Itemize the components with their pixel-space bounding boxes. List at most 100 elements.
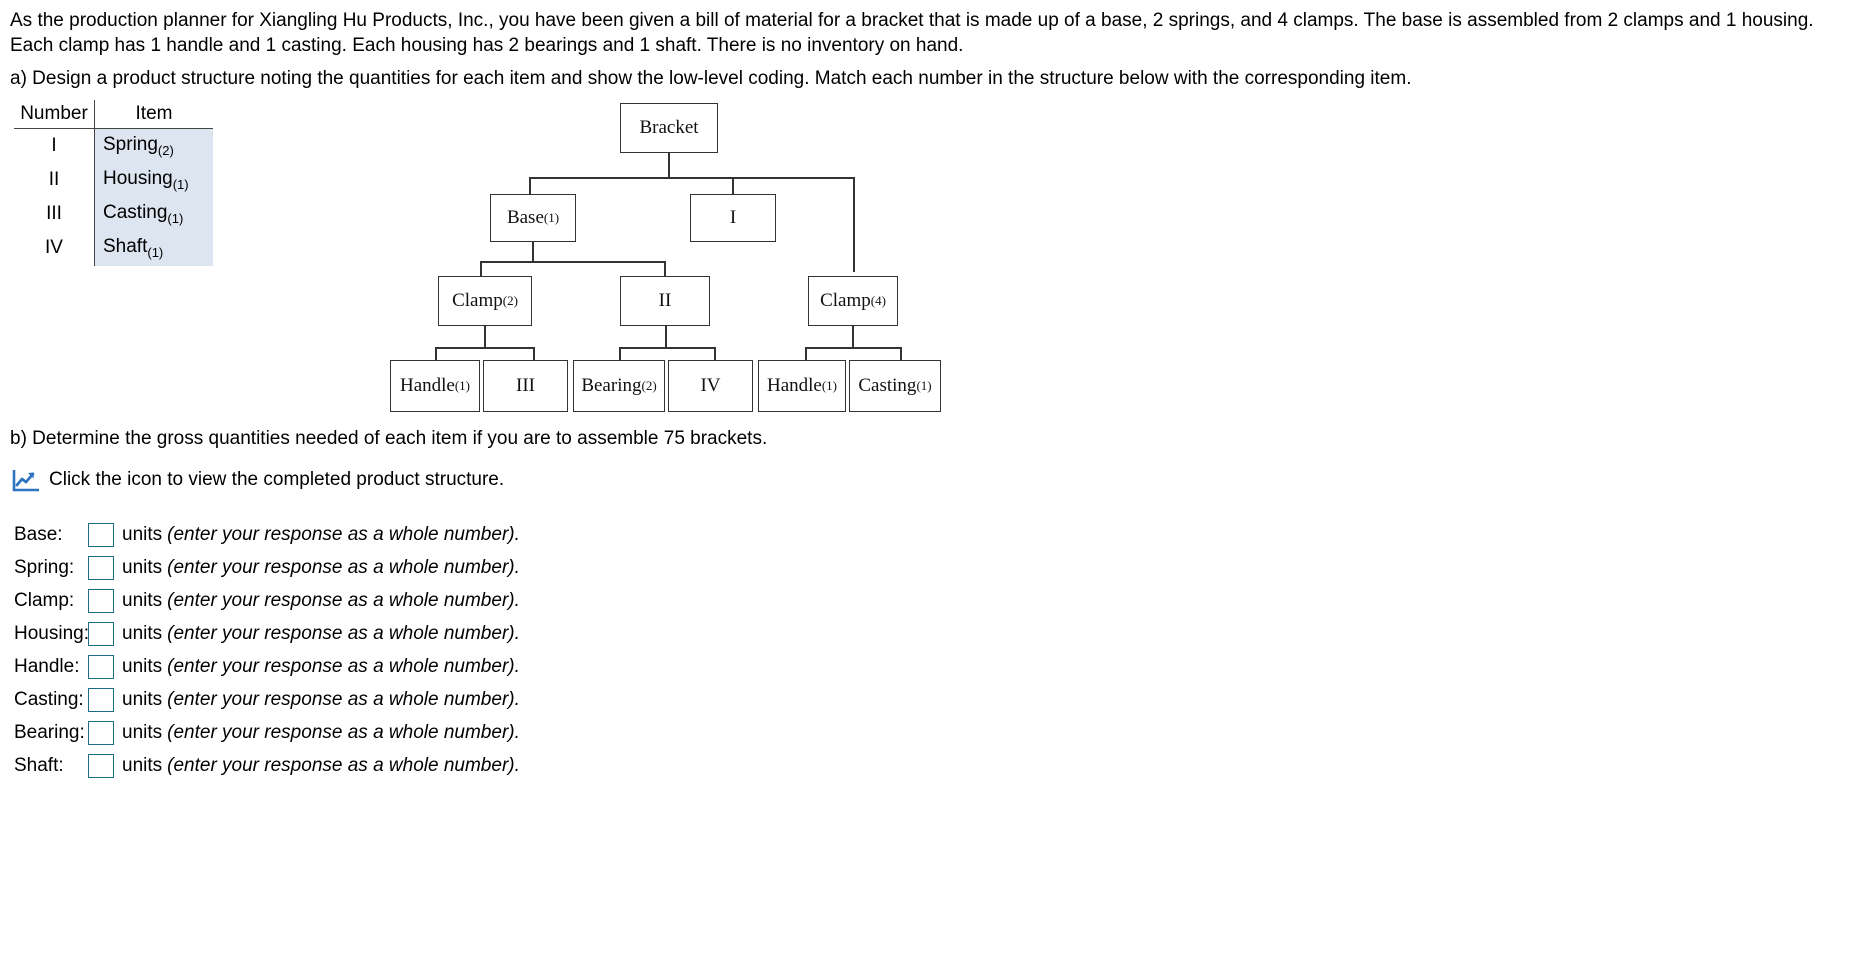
tree-node-clamp2: Clamp(2) <box>438 276 532 326</box>
answer-label-shaft: Shaft: <box>14 754 64 776</box>
legend-item-3: Casting(1) <box>94 197 213 231</box>
connector-to-housing <box>664 261 666 277</box>
answer-input-handle[interactable] <box>88 654 114 679</box>
legend-header-row: Number Item <box>14 100 213 129</box>
answer-hint-housing: (enter your response as a whole number). <box>167 622 520 644</box>
connector-housing-bus <box>619 347 715 349</box>
answer-units-handle: units <box>122 655 163 677</box>
answer-label-spring: Spring: <box>14 556 75 578</box>
line-chart-icon[interactable] <box>12 468 40 492</box>
table-row: II Housing(1) <box>14 163 213 197</box>
connector-clamp2-bus <box>435 347 534 349</box>
tree-node-shaft-iv: IV <box>668 360 753 412</box>
connector-to-handle1 <box>435 347 437 361</box>
answer-row-shaft: Shaft: units (enter your response as a w… <box>14 749 714 782</box>
tree-node-casting-2-qty: (1) <box>916 378 932 393</box>
tree-node-housing-label: II <box>658 290 672 311</box>
answer-row-spring: Spring: units (enter your response as a … <box>14 551 714 584</box>
answer-input-housing[interactable] <box>88 621 114 646</box>
answer-label-base: Base: <box>14 523 63 545</box>
legend-item-1-qty: (2) <box>157 142 174 158</box>
tree-node-spring-label: I <box>729 207 737 228</box>
legend-item-2-qty: (1) <box>172 176 189 192</box>
answer-fields-list: Base: units (enter your response as a wh… <box>14 518 714 782</box>
answer-units-bearing: units <box>122 721 163 743</box>
connector-housing-down <box>665 326 667 348</box>
connector-clamp4-bus <box>805 347 901 349</box>
part-b-instruction: b) Determine the gross quantities needed… <box>10 428 768 449</box>
legend-item-4: Shaft(1) <box>94 231 213 266</box>
connector-to-casting2 <box>900 347 902 361</box>
answer-row-base: Base: units (enter your response as a wh… <box>14 518 714 551</box>
tree-node-bearing-qty: (2) <box>641 378 657 393</box>
answer-units-spring: units <box>122 556 163 578</box>
legend-item-4-qty: (1) <box>147 244 164 260</box>
tree-node-handle-2-qty: (1) <box>821 378 838 393</box>
tree-node-base: Base(1) <box>490 194 576 242</box>
answer-units-housing: units <box>122 622 163 644</box>
tree-node-clamp4-qty: (4) <box>870 293 886 308</box>
legend-number-1: I <box>14 128 95 163</box>
answer-label-clamp: Clamp: <box>14 589 75 611</box>
legend-header-item: Item <box>94 100 213 129</box>
connector-to-clamp2 <box>480 261 482 277</box>
connector-to-base <box>529 177 531 195</box>
answer-hint-handle: (enter your response as a whole number). <box>167 655 520 677</box>
answer-units-shaft: units <box>122 754 163 776</box>
answer-hint-spring: (enter your response as a whole number). <box>167 556 520 578</box>
connector-clamp4-down <box>852 326 854 348</box>
tree-node-handle-1-qty: (1) <box>454 378 471 393</box>
connector-level1-bus <box>529 177 854 179</box>
legend-item-1: Spring(2) <box>94 128 213 163</box>
tree-node-bracket: Bracket <box>620 103 718 153</box>
legend-item-2: Housing(1) <box>94 163 213 197</box>
legend-item-2-name: Housing <box>103 168 173 190</box>
answer-hint-shaft: (enter your response as a whole number). <box>167 754 520 776</box>
connector-base-down <box>532 242 534 262</box>
answer-row-housing: Housing: units (enter your response as a… <box>14 617 714 650</box>
tree-node-base-label: Base <box>506 207 544 228</box>
view-structure-icon-line: Click the icon to view the completed pro… <box>12 468 504 492</box>
tree-node-bracket-label: Bracket <box>639 117 699 138</box>
answer-row-handle: Handle: units (enter your response as a … <box>14 650 714 683</box>
tree-node-handle-2-label: Handle <box>766 375 822 396</box>
tree-node-handle-1: Handle(1) <box>390 360 480 412</box>
legend-number-4: IV <box>14 231 95 266</box>
connector-to-bearing <box>619 347 621 361</box>
legend-item-4-name: Shaft <box>103 236 148 258</box>
tree-node-handle-1-label: Handle <box>399 375 455 396</box>
tree-node-base-qty: (1) <box>543 210 560 225</box>
connector-to-casting1 <box>533 347 535 361</box>
answer-label-handle: Handle: <box>14 655 80 677</box>
answer-input-base[interactable] <box>88 522 114 547</box>
tree-node-clamp2-label: Clamp <box>452 290 503 311</box>
tree-node-casting-2-label: Casting <box>858 375 917 396</box>
answer-label-casting: Casting: <box>14 688 84 710</box>
answer-hint-base: (enter your response as a whole number). <box>167 523 520 545</box>
tree-node-spring: I <box>690 194 776 242</box>
table-row: I Spring(2) <box>14 128 213 163</box>
tree-node-bearing-label: Bearing <box>581 375 642 396</box>
answer-hint-casting: (enter your response as a whole number). <box>167 688 520 710</box>
table-row: IV Shaft(1) <box>14 231 213 266</box>
answer-row-bearing: Bearing: units (enter your response as a… <box>14 716 714 749</box>
answer-units-clamp: units <box>122 589 163 611</box>
tree-node-clamp4: Clamp(4) <box>808 276 898 326</box>
tree-node-clamp2-qty: (2) <box>502 293 518 308</box>
legend-number-3: III <box>14 197 95 231</box>
legend-item-3-qty: (1) <box>167 210 184 226</box>
product-structure-tree: Bracket Base(1) I Clamp(2) II Clamp(4) H… <box>380 95 980 425</box>
answer-input-spring[interactable] <box>88 555 114 580</box>
answer-input-clamp[interactable] <box>88 588 114 613</box>
legend-item-1-name: Spring <box>103 134 158 156</box>
connector-clamp2-down <box>484 326 486 348</box>
connector-bracket-down <box>668 153 670 178</box>
answer-input-shaft[interactable] <box>88 753 114 778</box>
connector-to-spring <box>732 177 734 195</box>
answer-input-casting[interactable] <box>88 687 114 712</box>
legend-item-3-name: Casting <box>103 202 168 224</box>
answer-row-clamp: Clamp: units (enter your response as a w… <box>14 584 714 617</box>
answer-input-bearing[interactable] <box>88 720 114 745</box>
tree-node-clamp4-label: Clamp <box>820 290 871 311</box>
answer-row-casting: Casting: units (enter your response as a… <box>14 683 714 716</box>
